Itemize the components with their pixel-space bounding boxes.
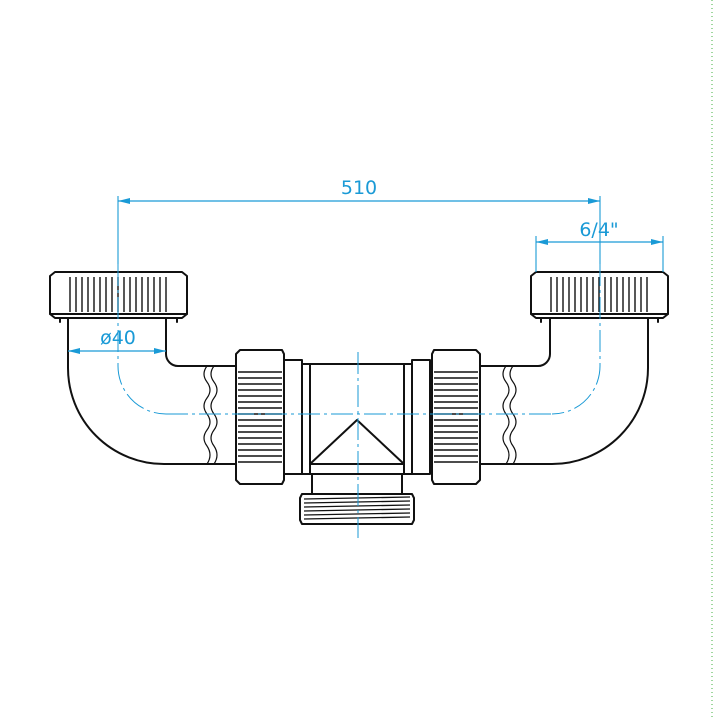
dimension-label-thread: 6/4"	[579, 219, 618, 241]
left-u-bend-pipe	[67, 317, 241, 465]
threaded-outlet	[299, 473, 415, 525]
dimension-label-diameter: ø40	[100, 327, 136, 349]
dimension-layer	[68, 196, 664, 538]
right-top-nut	[530, 271, 669, 323]
right-u-bend-pipe	[475, 317, 649, 465]
centerline-right-bend	[551, 264, 601, 415]
left-slip-nut	[235, 349, 303, 485]
right-slip-nut	[411, 349, 481, 485]
left-top-nut	[49, 271, 188, 323]
centerline-left-bend	[117, 264, 167, 415]
dimension-label-overall: 510	[341, 177, 377, 199]
pipe-assembly	[49, 271, 669, 525]
